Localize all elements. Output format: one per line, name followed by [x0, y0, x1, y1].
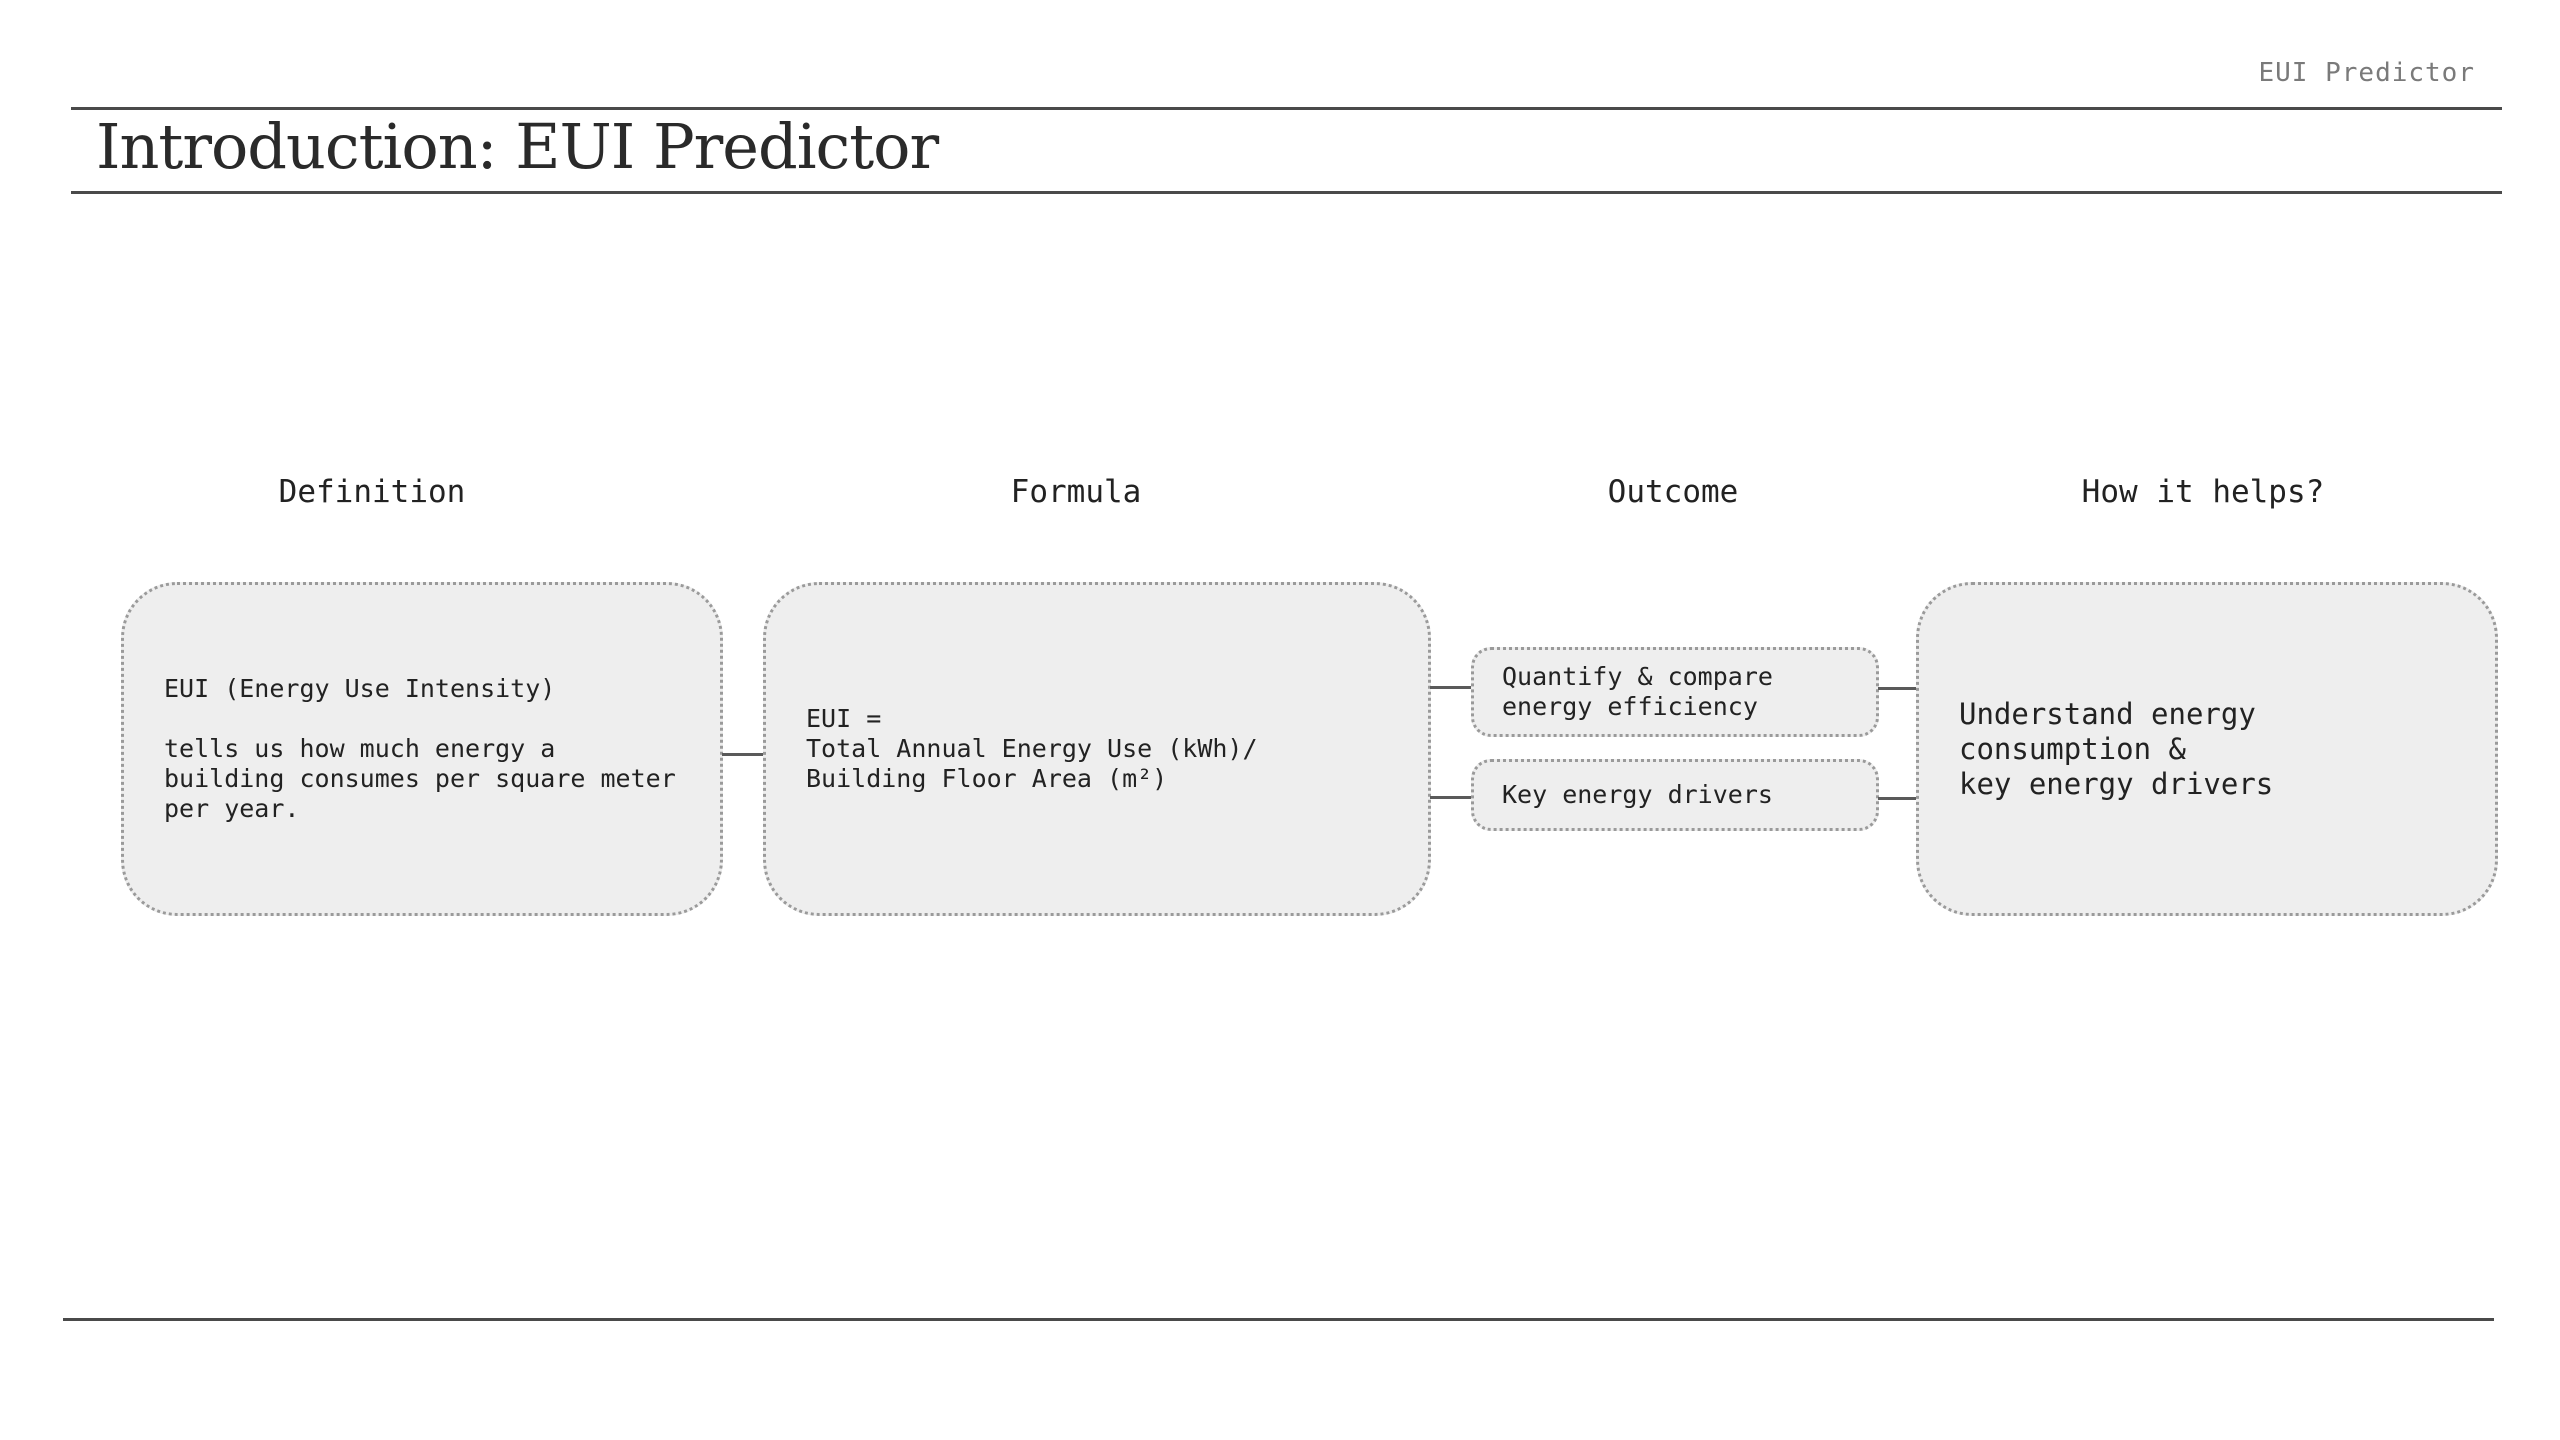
how-it-helps-heading: How it helps? [2081, 474, 2325, 510]
connector-formula-outcome-1 [1430, 686, 1472, 689]
how-it-helps-box: Understand energy consumption & key ener… [1916, 582, 2498, 916]
page-title: Introduction: EUI Predictor [96, 110, 939, 183]
definition-text: tells us how much energy a building cons… [164, 734, 676, 823]
connector-outcome-help-1 [1878, 687, 1918, 690]
title-underline [71, 191, 2502, 194]
how-it-helps-text: Understand energy consumption & key ener… [1959, 696, 2274, 801]
outcome-box-drivers: Key energy drivers [1471, 759, 1879, 831]
formula-heading: Formula [1010, 474, 1142, 510]
connector-definition-formula [722, 753, 764, 756]
header-label: EUI Predictor [2258, 58, 2475, 88]
outcome-heading: Outcome [1607, 474, 1739, 510]
formula-box: EUI = Total Annual Energy Use (kWh)/ Bui… [763, 582, 1431, 916]
definition-box: EUI (Energy Use Intensity) tells us how … [121, 582, 723, 916]
outcome-efficiency-text: Quantify & compare energy efficiency [1502, 662, 1773, 721]
formula-text: EUI = Total Annual Energy Use (kWh)/ Bui… [806, 704, 1258, 793]
definition-heading: Definition [278, 474, 466, 510]
bottom-rule [63, 1318, 2494, 1321]
outcome-drivers-text: Key energy drivers [1502, 780, 1773, 809]
definition-term: EUI (Energy Use Intensity) [164, 674, 556, 703]
outcome-box-efficiency: Quantify & compare energy efficiency [1471, 647, 1879, 737]
connector-formula-outcome-2 [1430, 796, 1472, 799]
top-rule [71, 107, 2502, 110]
connector-outcome-help-2 [1878, 797, 1918, 800]
